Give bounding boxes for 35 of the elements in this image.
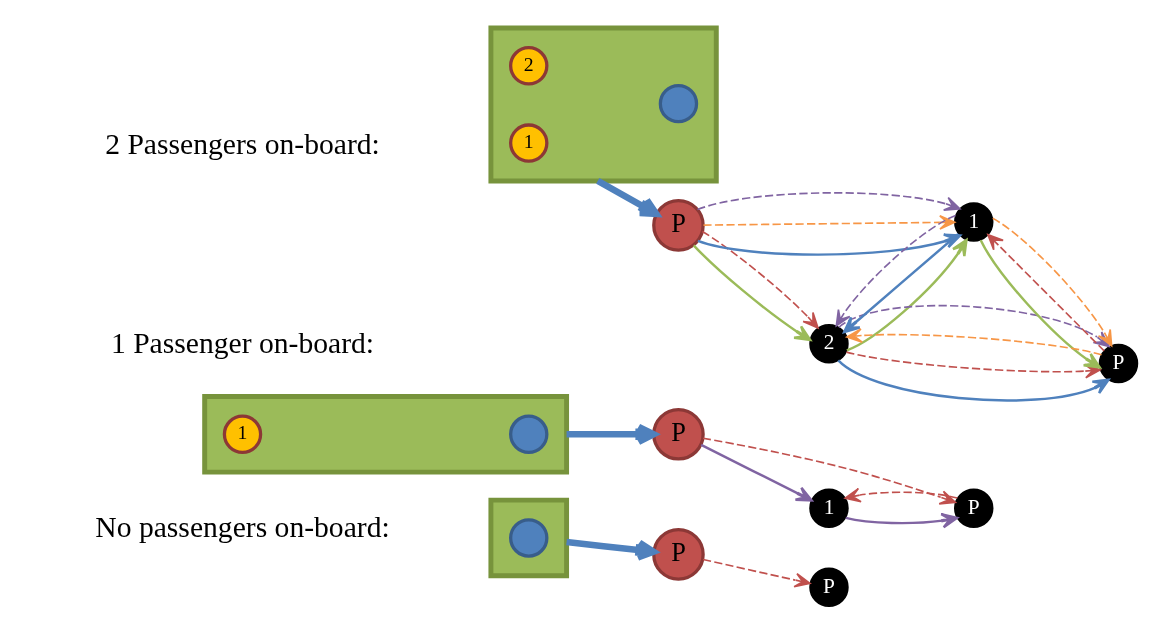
arrow [595, 178, 660, 218]
node-circle: 1 [808, 488, 849, 529]
arrow [701, 230, 819, 329]
arrow [701, 558, 811, 588]
node-circle: 1 [222, 414, 262, 455]
node-circle [658, 83, 698, 124]
node-circle [508, 414, 548, 455]
node-circle: 2 [508, 46, 548, 86]
cluster [487, 497, 569, 579]
arrow [845, 512, 958, 529]
arrow [845, 328, 1102, 356]
arrow [700, 443, 813, 502]
arrow [843, 487, 958, 503]
cluster [487, 25, 719, 184]
arrow [696, 192, 961, 211]
node-circle: P [953, 488, 993, 529]
cluster [201, 393, 569, 475]
arrow [702, 214, 955, 230]
node-circle: 1 [953, 202, 993, 242]
node-circle: P [808, 567, 849, 608]
node-circle: 1 [508, 123, 548, 163]
label: 2 Passengers on-board: [104, 127, 380, 160]
node-circle [508, 518, 548, 558]
arrow [701, 437, 956, 505]
node-circle: 2 [808, 324, 849, 364]
node-circle: P [651, 528, 705, 581]
arrow [979, 239, 1101, 369]
arrow [837, 359, 1110, 402]
arrow [692, 244, 811, 342]
label: No passengers on-board: [94, 510, 390, 543]
arrow [986, 233, 1105, 352]
label: 1 Passenger on-board: [110, 326, 374, 359]
node-circle: P [651, 407, 705, 461]
node-circle: P [1098, 343, 1138, 384]
node-circle: P [651, 199, 705, 252]
